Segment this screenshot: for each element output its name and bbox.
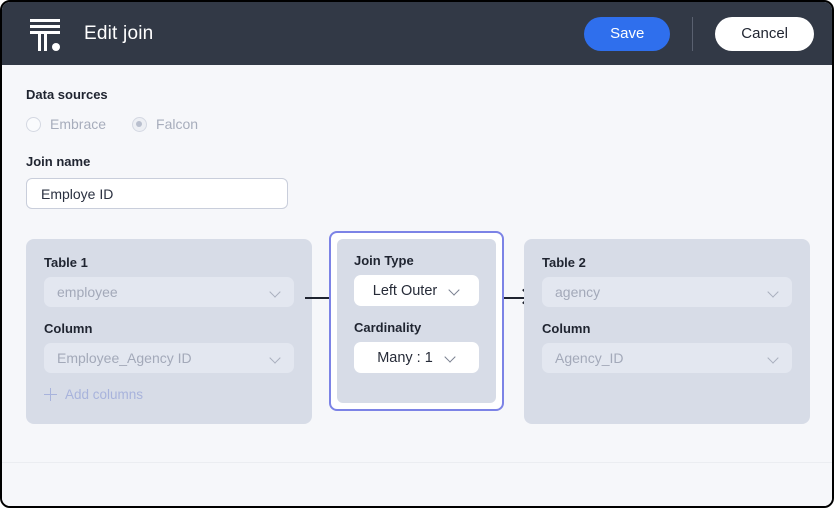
join-config-card[interactable]: Join Type Left Outer Cardinality Many : …	[329, 231, 504, 411]
chevron-down-icon	[768, 287, 779, 298]
cancel-button[interactable]: Cancel	[715, 16, 814, 51]
header-divider	[692, 16, 694, 51]
cardinality-value: Many : 1	[377, 349, 433, 366]
bottom-divider	[2, 462, 832, 463]
connector-line-right	[501, 297, 525, 299]
table1-card: Table 1 employee Column Employee_Agency …	[26, 239, 312, 424]
add-columns-button[interactable]: Add columns	[44, 387, 294, 402]
join-name-input[interactable]	[26, 178, 288, 209]
chevron-down-icon	[270, 287, 281, 298]
table1-column-value: Employee_Agency ID	[57, 350, 192, 366]
table2-column-select[interactable]: Agency_ID	[542, 343, 792, 373]
chevron-down-icon	[270, 353, 281, 364]
cardinality-label: Cardinality	[354, 320, 422, 335]
table2-table-select[interactable]: agency	[542, 277, 792, 307]
table1-table-value: employee	[57, 284, 118, 300]
join-config-card-inner: Join Type Left Outer Cardinality Many : …	[337, 239, 496, 403]
join-type-select[interactable]: Left Outer	[354, 275, 479, 306]
chevron-down-icon	[445, 352, 456, 363]
data-sources-label: Data sources	[26, 87, 108, 102]
radio-icon-embrace[interactable]	[26, 116, 41, 132]
join-name-label: Join name	[26, 154, 91, 169]
add-columns-label: Add columns	[65, 387, 144, 402]
chevron-down-icon	[449, 285, 460, 296]
join-cards-row: Table 1 employee Column Employee_Agency …	[26, 231, 810, 431]
pillar-logo-icon	[28, 16, 62, 52]
app-header: Edit join Save Cancel	[2, 2, 832, 65]
table1-table-select[interactable]: employee	[44, 277, 294, 307]
table2-label: Table 2	[542, 255, 586, 270]
connector-line-left	[305, 297, 331, 299]
join-type-label: Join Type	[354, 253, 414, 268]
table2-column-value: Agency_ID	[555, 350, 624, 366]
data-sources-radio-group: Embrace Falcon	[26, 116, 808, 132]
table1-label: Table 1	[44, 255, 88, 270]
chevron-down-icon	[768, 353, 779, 364]
radio-option-falcon[interactable]: Falcon	[132, 116, 198, 132]
save-button[interactable]: Save	[584, 16, 671, 51]
join-type-value: Left Outer	[372, 282, 438, 299]
radio-option-embrace[interactable]: Embrace	[26, 116, 106, 132]
plus-icon	[44, 388, 57, 401]
radio-label-embrace: Embrace	[50, 116, 107, 132]
radio-icon-falcon[interactable]	[132, 116, 148, 132]
table2-table-value: agency	[555, 284, 601, 300]
table1-column-label: Column	[44, 321, 93, 336]
page-title: Edit join	[84, 22, 154, 44]
edit-join-body: Data sources Embrace Falcon Join name Ta…	[2, 65, 832, 506]
table1-column-select[interactable]: Employee_Agency ID	[44, 343, 294, 373]
table2-card: Table 2 agency Column Agency_ID	[524, 239, 810, 424]
radio-label-falcon: Falcon	[156, 116, 199, 132]
cardinality-select[interactable]: Many : 1	[354, 342, 479, 373]
table2-column-label: Column	[542, 321, 591, 336]
